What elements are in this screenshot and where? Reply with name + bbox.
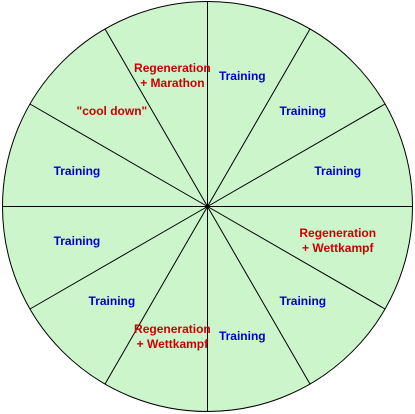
segment-label-line: + Wettkampf bbox=[136, 336, 209, 351]
segment-label: Training bbox=[314, 164, 361, 179]
segment-label: Training bbox=[89, 294, 136, 309]
wheel-spoke bbox=[104, 206, 208, 385]
wheel-spoke bbox=[207, 103, 386, 207]
segment-label-line: Training bbox=[218, 68, 266, 83]
segment-label-line: Training bbox=[53, 164, 101, 179]
segment-label-line: "cool down" bbox=[76, 103, 148, 118]
segment-label: Training bbox=[54, 164, 101, 179]
segment-label: "cool down" bbox=[77, 104, 148, 119]
wheel-spoke bbox=[207, 206, 311, 385]
segment-label-line: Training bbox=[314, 164, 362, 179]
segment-label: Training bbox=[219, 69, 266, 84]
segment-label: Regeneration+ Wettkampf bbox=[299, 226, 376, 256]
wheel-spoke bbox=[29, 206, 208, 310]
segment-label-line: + Wettkampf bbox=[302, 241, 374, 256]
wheel-spoke bbox=[29, 103, 208, 207]
wheel-spoke bbox=[207, 28, 311, 207]
segment-label: Training bbox=[279, 294, 326, 309]
wheel-spoke bbox=[104, 28, 208, 207]
segment-label-line: Training bbox=[279, 294, 327, 309]
segment-label: Training bbox=[279, 104, 326, 119]
segment-label: Training bbox=[219, 329, 266, 344]
segment-label-line: Training bbox=[218, 329, 266, 344]
segment-label-line: Regeneration bbox=[299, 226, 377, 241]
segment-label-line: Training bbox=[53, 233, 101, 248]
segment-label: Training bbox=[54, 234, 101, 249]
wheel-spoke bbox=[207, 206, 386, 310]
segment-label-line: Regeneration bbox=[134, 61, 211, 76]
segment-label-line: + Marathon bbox=[140, 76, 205, 91]
segment-label: Regeneration+ Wettkampf bbox=[134, 322, 211, 352]
segment-label: Regeneration+ Marathon bbox=[134, 61, 211, 91]
segment-label-line: Regeneration bbox=[134, 321, 211, 336]
segment-label-line: Training bbox=[88, 294, 136, 309]
segment-label-line: Training bbox=[279, 103, 327, 118]
